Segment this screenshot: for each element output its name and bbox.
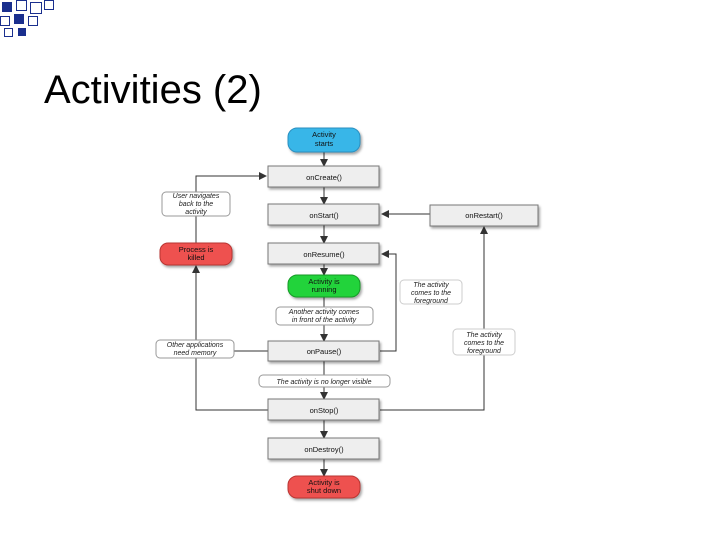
other-apps-line-2: need memory <box>174 350 217 357</box>
oncreate-label: onCreate() <box>306 173 342 182</box>
shutdown-line-2: shut down <box>307 486 341 495</box>
foreground-2-line-3: foreground <box>467 348 502 355</box>
foreground-note-2 <box>452 328 516 356</box>
other-apps-line-1: Other applications <box>167 342 224 349</box>
oncreate-box <box>267 165 380 188</box>
onpause-label: onPause() <box>307 347 342 356</box>
onrestart-label: onRestart() <box>465 211 503 220</box>
running-node <box>287 274 361 298</box>
running-line-2: running <box>311 285 336 294</box>
foreground-1-line-2: comes to the <box>411 290 451 297</box>
shutdown-line-1: Activity is <box>308 478 340 487</box>
start-node-line-1: Activity <box>312 130 336 139</box>
onstart-label: onStart() <box>309 211 339 220</box>
foreground-note-1 <box>399 279 463 305</box>
process-killed-node <box>159 242 233 266</box>
foreground-2-line-2: comes to the <box>464 340 504 347</box>
user-navigates-line-3: activity <box>185 209 207 216</box>
onstart-box <box>267 203 380 226</box>
corner-decoration <box>0 0 60 40</box>
start-node <box>287 127 361 153</box>
foreground-2-line-1: The activity <box>466 332 502 339</box>
another-activity-note <box>275 306 374 326</box>
onpause-box <box>267 340 380 362</box>
onstop-box <box>267 398 380 421</box>
onrestart-box <box>429 204 539 227</box>
edge-onstop-to-killed <box>192 265 268 411</box>
ondestroy-box <box>267 437 380 460</box>
shutdown-node <box>287 475 361 499</box>
foreground-1-line-3: foreground <box>414 298 449 305</box>
onstop-label: onStop() <box>310 406 339 415</box>
onresume-box <box>267 242 380 265</box>
another-activity-line-2: in front of the activity <box>292 317 357 324</box>
user-navigates-note <box>161 191 231 217</box>
edge-killed-to-oncreate <box>195 172 267 246</box>
onresume-label: onResume() <box>303 250 345 259</box>
another-activity-line-1: Another activity comes <box>288 309 360 316</box>
ondestroy-label: onDestroy() <box>304 445 344 454</box>
other-apps-note <box>155 339 235 359</box>
user-navigates-line-2: back to the <box>179 201 213 208</box>
running-line-1: Activity is <box>308 277 340 286</box>
edge-onpause-to-onresume <box>380 250 397 352</box>
foreground-1-line-1: The activity <box>413 282 449 289</box>
user-navigates-line-1: User navigates <box>173 193 220 200</box>
slide-title: Activities (2) <box>44 68 262 112</box>
start-node-line-2: starts <box>315 139 334 148</box>
process-killed-line-2: killed <box>187 253 204 262</box>
no-longer-visible-note <box>258 374 391 388</box>
no-longer-visible-label: The activity is no longer visible <box>277 379 372 386</box>
edge-onstop-to-onrestart <box>380 226 488 411</box>
process-killed-line-1: Process is <box>179 245 214 254</box>
